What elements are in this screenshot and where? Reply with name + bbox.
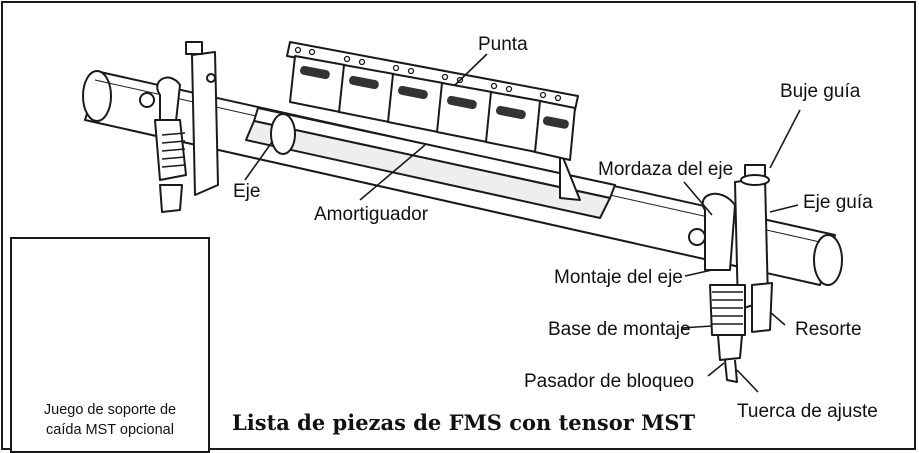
inset-caption-line2: caída MST opcional (46, 422, 174, 438)
left-tensioner (139, 41, 219, 213)
label-punta: Punta (478, 34, 528, 55)
label-tuerca-ajuste: Tuerca de ajuste (737, 401, 878, 422)
label-buje-guia: Buje guía (780, 81, 861, 102)
label-eje: Eje (233, 181, 261, 202)
label-montaje-eje: Montaje del eje (554, 267, 683, 288)
label-mordaza-eje: Mordaza del eje (598, 159, 734, 180)
right-tensioner (688, 164, 773, 383)
cushions (289, 55, 576, 161)
label-amortiguador: Amortiguador (314, 204, 429, 225)
inset-caption-line1: Juego de soporte de (43, 402, 177, 418)
label-base-montaje: Base de montaje (548, 319, 691, 340)
diagram-title: Lista de piezas de FMS con tensor MST (232, 410, 696, 435)
label-resorte: Resorte (795, 319, 862, 340)
label-eje-guia: Eje guía (803, 192, 873, 213)
angle-bar (245, 107, 616, 219)
label-pasador-bloqueo: Pasador de bloqueo (524, 371, 695, 392)
leader-lines (244, 53, 801, 393)
optional-bracket-inset: Juego de soporte de caída MST opcional (10, 237, 210, 453)
